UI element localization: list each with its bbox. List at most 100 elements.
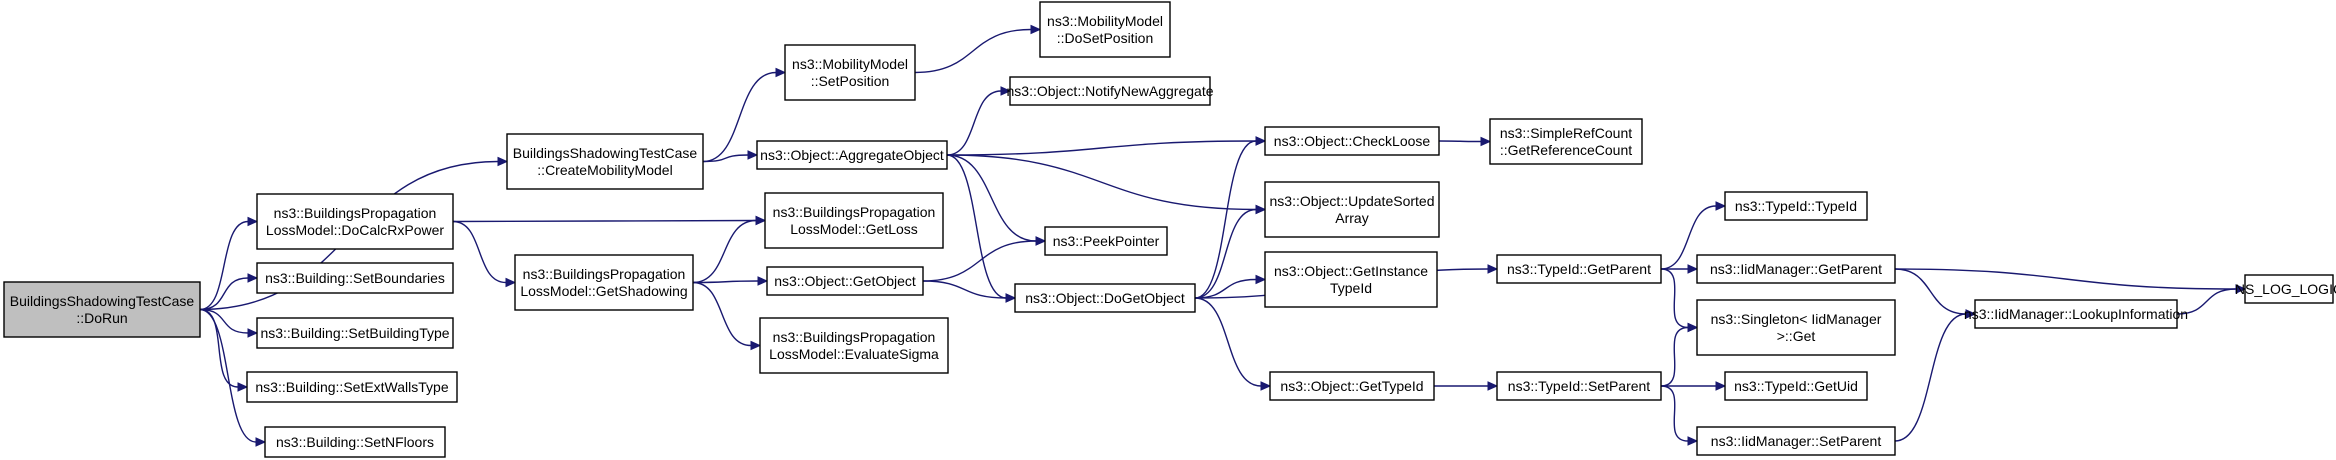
node-box xyxy=(1039,1,1171,58)
node-box xyxy=(1696,426,1896,456)
arrowhead xyxy=(1260,381,1272,391)
edge-dogetobj-to-updsort xyxy=(1194,204,1267,299)
edge-tgetparent-to-singleton xyxy=(1660,268,1699,333)
arrowhead xyxy=(1715,201,1727,211)
edge-aggobj-to-notify xyxy=(946,86,1012,156)
node-label: ::DoRun xyxy=(76,310,127,326)
node-setbound[interactable]: ns3::Building::SetBoundaries xyxy=(256,262,454,294)
edge-line xyxy=(1660,268,1689,329)
node-label: BuildingsShadowingTestCase xyxy=(10,293,195,309)
node-getshadow[interactable]: ns3::BuildingsPropagationLossModel::GetS… xyxy=(514,254,694,311)
edge-line xyxy=(702,71,777,163)
node-getuid[interactable]: ns3::TypeId::GetUid xyxy=(1724,371,1868,401)
edge-createmob-to-aggobj xyxy=(702,150,759,163)
node-notify[interactable]: ns3::Object::NotifyNewAggregate xyxy=(1007,76,1214,106)
node-createmob[interactable]: BuildingsShadowingTestCase::CreateMobili… xyxy=(506,133,704,190)
node-label: LossModel::EvaluateSigma xyxy=(769,346,939,362)
node-label: ns3::TypeId::TypeId xyxy=(1735,198,1857,214)
edge-tsetparent-to-singleton xyxy=(1660,322,1699,387)
node-label: ns3::IidManager::LookupInformation xyxy=(1964,306,2188,322)
node-simpleref[interactable]: ns3::SimpleRefCount::GetReferenceCount xyxy=(1489,118,1643,165)
node-dorun[interactable]: BuildingsShadowingTestCase::DoRun xyxy=(3,281,201,338)
node-getloss[interactable]: ns3::BuildingsPropagationLossModel::GetL… xyxy=(764,192,944,249)
edge-createmob-to-setpos xyxy=(702,67,787,163)
edge-lookup-to-nslog xyxy=(2176,284,2247,315)
edge-line xyxy=(1894,268,1967,315)
node-peek[interactable]: ns3::PeekPointer xyxy=(1044,226,1168,256)
node-label: ns3::BuildingsPropagation xyxy=(274,205,437,221)
node-iidsetparent[interactable]: ns3::IidManager::SetParent xyxy=(1696,426,1896,456)
edge-dogetobj-to-getinst xyxy=(1194,274,1267,299)
node-label: ns3::Object::UpdateSorted xyxy=(1270,193,1435,209)
node-box xyxy=(756,140,948,170)
node-dogetobj[interactable]: ns3::Object::DoGetObject xyxy=(1014,283,1196,313)
node-setext[interactable]: ns3::Building::SetExtWallsType xyxy=(246,371,458,403)
node-lookup[interactable]: ns3::IidManager::LookupInformation xyxy=(1964,299,2188,329)
node-label: ns3::Object::DoGetObject xyxy=(1025,290,1185,306)
node-label: NS_LOG_LOGIC xyxy=(2235,281,2336,297)
node-label: ns3::BuildingsPropagation xyxy=(523,266,686,282)
node-box xyxy=(1014,283,1196,313)
node-box xyxy=(759,317,949,374)
node-box xyxy=(1696,254,1896,284)
node-box xyxy=(766,266,924,296)
node-label: TypeId xyxy=(1330,280,1372,296)
node-evalsig[interactable]: ns3::BuildingsPropagationLossModel::Eval… xyxy=(759,317,949,374)
edges xyxy=(199,24,2247,447)
node-tsetparent[interactable]: ns3::TypeId::SetParent xyxy=(1496,371,1662,401)
node-setnfl[interactable]: ns3::Building::SetNFloors xyxy=(264,426,446,458)
node-box xyxy=(514,254,694,311)
node-box xyxy=(256,317,454,349)
node-iidgetparent[interactable]: ns3::IidManager::GetParent xyxy=(1696,254,1896,284)
node-checkloose[interactable]: ns3::Object::CheckLoose xyxy=(1264,126,1440,156)
edge-gettypeid-to-tsetparent xyxy=(1434,381,1499,391)
edge-line xyxy=(1194,208,1257,299)
node-getobj[interactable]: ns3::Object::GetObject xyxy=(766,266,924,296)
node-docalc[interactable]: ns3::BuildingsPropagationLossModel::DoCa… xyxy=(256,193,454,250)
node-box xyxy=(264,426,446,458)
edge-line xyxy=(199,277,249,311)
node-tgetparent[interactable]: ns3::TypeId::GetParent xyxy=(1496,254,1662,284)
arrowhead xyxy=(1035,236,1047,246)
arrowhead xyxy=(1000,86,1012,96)
node-label: Array xyxy=(1335,210,1368,226)
node-dosetpos[interactable]: ns3::MobilityModel::DoSetPosition xyxy=(1039,1,1171,58)
node-box xyxy=(1269,371,1435,401)
node-gettypeid[interactable]: ns3::Object::GetTypeId xyxy=(1269,371,1435,401)
edge-getobj-to-peek xyxy=(922,236,1047,282)
node-typeid[interactable]: ns3::TypeId::TypeId xyxy=(1724,191,1868,221)
edge-line xyxy=(452,219,757,223)
node-label: LossModel::GetShadowing xyxy=(520,283,687,299)
arrowhead xyxy=(497,156,509,167)
node-box xyxy=(2244,274,2334,304)
edge-dogetobj-to-gettypeid xyxy=(1194,297,1272,391)
arrowhead xyxy=(1255,274,1267,285)
edge-tsetparent-to-getuid xyxy=(1661,381,1727,391)
node-box xyxy=(1489,118,1643,165)
node-box xyxy=(506,133,704,190)
node-singleton[interactable]: ns3::Singleton< IidManager >::Get xyxy=(1696,299,1896,356)
node-label: ns3::Building::SetNFloors xyxy=(276,434,434,450)
node-label: >::Get xyxy=(1777,328,1816,344)
node-box xyxy=(1264,181,1440,238)
edge-dorun-to-setbtype xyxy=(199,308,259,338)
edge-line xyxy=(1194,140,1257,299)
node-label: ns3::Building::SetExtWallsType xyxy=(255,379,448,395)
node-aggobj[interactable]: ns3::Object::AggregateObject xyxy=(756,140,948,170)
arrowhead xyxy=(757,276,769,286)
arrowhead xyxy=(1487,381,1499,391)
node-box xyxy=(1724,191,1868,221)
node-nslog[interactable]: NS_LOG_LOGIC xyxy=(2235,274,2336,304)
arrowhead xyxy=(505,277,517,288)
edge-line xyxy=(1660,385,1689,442)
arrowhead xyxy=(775,67,787,78)
node-box xyxy=(1974,299,2178,329)
node-setbtype[interactable]: ns3::Building::SetBuildingType xyxy=(256,317,454,349)
edge-line xyxy=(946,90,1002,156)
edge-line xyxy=(922,240,1037,282)
node-setpos[interactable]: ns3::MobilityModel::SetPosition xyxy=(784,44,916,101)
arrowhead xyxy=(247,273,259,283)
